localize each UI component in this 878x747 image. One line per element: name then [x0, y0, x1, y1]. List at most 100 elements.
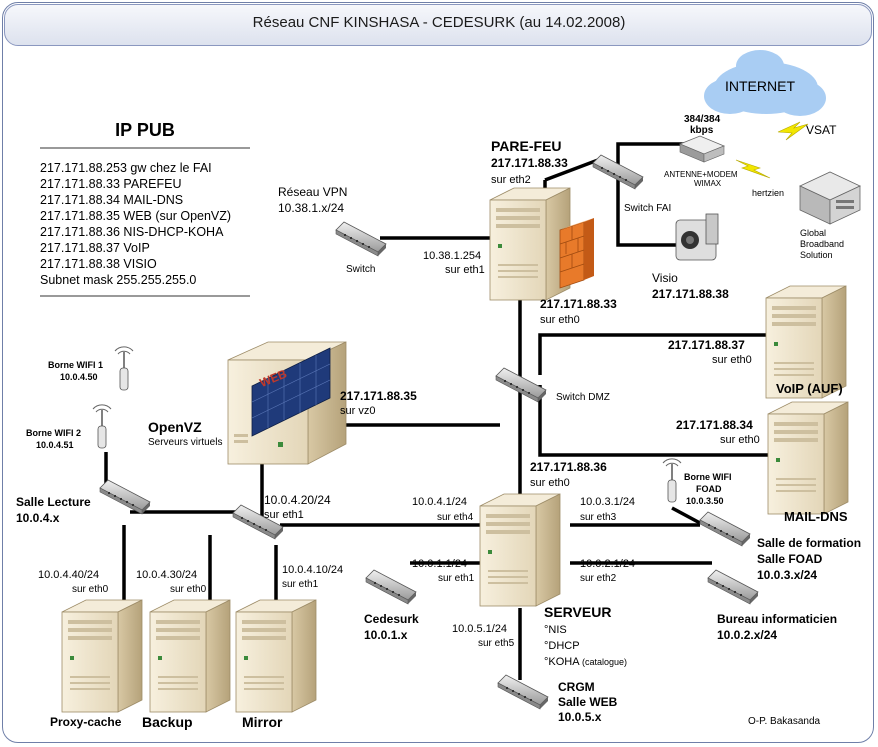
author-credit: O-P. Bakasanda	[748, 716, 821, 727]
openvz-server-icon	[227, 341, 347, 465]
parefeu-name: PARE-FEU	[491, 138, 562, 154]
vpn-switch-label: Switch	[346, 264, 376, 275]
parefeu-ip-wan: 217.171.88.33	[491, 156, 568, 170]
fai-speed-1: 384/384	[684, 114, 721, 125]
link-foad	[671, 506, 701, 525]
openvz-if-lan: sur eth1	[264, 509, 304, 521]
switch-formation-icon	[699, 511, 751, 547]
wifi2-label: Borne WIFI 2	[26, 428, 82, 438]
wifi-foad-antenna-icon	[662, 458, 682, 503]
openvz-sub: Serveurs virtuels	[148, 437, 223, 448]
vsat-label: VSAT	[806, 123, 837, 137]
ippub-line: 217.171.88.36 NIS-DHCP-KOHA	[40, 225, 224, 239]
wifi1-antenna-icon	[114, 346, 134, 391]
link-dmz-mail	[538, 385, 768, 457]
serveur-service-koha: °KOHA (catalogue)	[544, 656, 627, 669]
serveur-name: SERVEUR	[544, 604, 612, 620]
vpn-label-1: Réseau VPN	[278, 185, 348, 199]
global-broadband-icon	[799, 171, 861, 225]
wifi2-antenna-icon	[92, 404, 112, 449]
switch-fai-label: Switch FAI	[624, 203, 672, 214]
lecture-net: 10.0.4.x	[16, 511, 60, 525]
formation-label-2: Salle FOAD	[757, 552, 823, 566]
visio-ip: 217.171.88.38	[652, 287, 729, 301]
parefeu-if-vpn: sur eth1	[445, 264, 485, 276]
crgm-net: 10.0.5.x	[558, 710, 602, 724]
parefeu-if-wan: sur eth2	[491, 174, 531, 186]
backup-ip: 10.0.4.30/24	[136, 569, 198, 581]
fai-speed-2: kbps	[690, 125, 714, 136]
internet-cloud-icon	[704, 50, 826, 116]
firewall-icon	[559, 218, 594, 289]
serveur-service-dhcp: °DHCP	[544, 640, 580, 652]
ippub-line: 217.171.88.38 VISIO	[40, 257, 157, 271]
modem-icon	[678, 135, 726, 163]
vsat-bolt-icon	[777, 121, 809, 141]
proxy-name: Proxy-cache	[50, 715, 122, 729]
openvz-if: sur vz0	[340, 405, 376, 417]
mirror-name: Mirror	[242, 714, 283, 730]
title-bar	[4, 4, 872, 46]
wifi-foad-ip: 10.0.3.50	[686, 496, 724, 506]
koha-label: °KOHA	[544, 656, 579, 668]
gbs-label-2: Broadband	[800, 239, 845, 249]
ippub-line: 217.171.88.34 MAIL-DNS	[40, 193, 184, 207]
serveur-eth3-ip: 10.0.3.1/24	[580, 496, 636, 508]
wifi-foad-label-2: FOAD	[696, 484, 722, 494]
serveur-eth2-if: sur eth2	[580, 573, 617, 584]
modem-label-2: WIMAX	[694, 179, 722, 188]
switch-bureau-icon	[707, 569, 759, 605]
switch-vpn-icon	[335, 221, 387, 257]
parefeu-ip-vpn: 10.38.1.254	[423, 250, 482, 262]
ippub-line: 217.171.88.35 WEB (sur OpenVZ)	[40, 209, 232, 223]
openvz-ip: 217.171.88.35	[340, 389, 417, 403]
internet-label: INTERNET	[725, 78, 795, 94]
serveur-eth3-if: sur eth3	[580, 512, 617, 523]
hertzien-bolt-icon	[735, 159, 771, 179]
proxy-server-icon	[61, 599, 143, 713]
mail-if: sur eth0	[720, 434, 760, 446]
serveur-eth1-ip: 10.0.1.1/24	[412, 558, 468, 570]
proxy-if: sur eth0	[72, 584, 109, 595]
wifi1-label: Borne WIFI 1	[48, 360, 104, 370]
serveur-service-nis: °NIS	[544, 624, 567, 636]
mail-ip: 217.171.88.34	[676, 418, 753, 432]
ippub-list: 217.171.88.253 gw chez le FAI 217.171.88…	[40, 160, 255, 288]
bureau-label: Bureau informaticien	[717, 612, 838, 626]
openvz-ip-lan: 10.0.4.20/24	[264, 493, 331, 507]
parefeu-if-lan: sur eth0	[540, 314, 580, 326]
backup-name: Backup	[142, 714, 193, 730]
ippub-title: IP PUB	[115, 120, 175, 140]
mirror-if: sur eth1	[282, 579, 319, 590]
serveur-eth4-ip: 10.0.4.1/24	[412, 496, 468, 508]
serveur-eth4-if: sur eth4	[437, 512, 474, 523]
serveur-ip: 217.171.88.36	[530, 460, 607, 474]
link-fai-modem	[616, 142, 687, 165]
voip-if: sur eth0	[712, 354, 752, 366]
modem-label-1: ANTENNE+MODEM	[664, 170, 738, 179]
serveur-eth2-ip: 10.0.2.1/24	[580, 558, 636, 570]
wifi2-ip: 10.0.4.51	[36, 440, 74, 450]
openvz-name: OpenVZ	[148, 419, 202, 435]
backup-if: sur eth0	[170, 584, 207, 595]
bureau-net: 10.0.2.x/24	[717, 628, 778, 642]
ippub-line: 217.171.88.33 PAREFEU	[40, 177, 182, 191]
link-dmz-voip	[538, 333, 768, 375]
ippub-line: 217.171.88.253 gw chez le FAI	[40, 161, 212, 175]
crgm-label-1: CRGM	[558, 680, 595, 694]
visio-label: Visio	[652, 271, 678, 285]
hertzien-label: hertzien	[752, 188, 785, 198]
koha-note: (catalogue)	[582, 657, 628, 667]
switch-cedesurk-icon	[365, 569, 417, 605]
serveur-if: sur eth0	[530, 477, 570, 489]
ippub-line: 217.171.88.37 VoIP	[40, 241, 150, 255]
gbs-label-1: Global	[800, 228, 827, 238]
switch-lecture-icon	[99, 479, 151, 515]
mirror-ip: 10.0.4.10/24	[282, 564, 344, 576]
serveur-eth5-ip: 10.0.5.1/24	[452, 623, 508, 635]
formation-label-1: Salle de formation	[757, 536, 862, 550]
gbs-label-3: Solution	[800, 250, 833, 260]
wifi1-ip: 10.0.4.50	[60, 372, 98, 382]
